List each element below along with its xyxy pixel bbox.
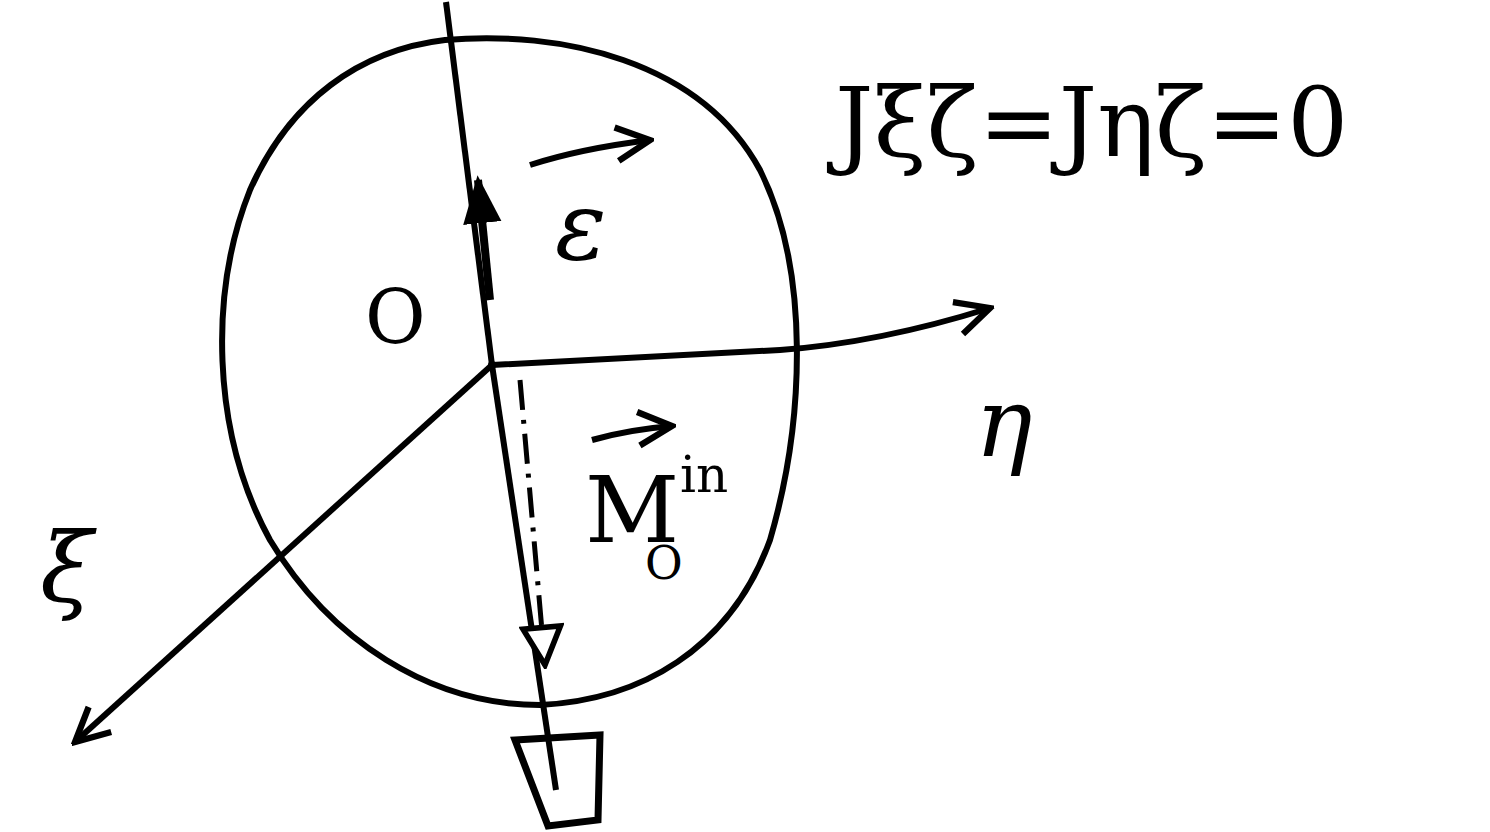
vector-symbol: ε xyxy=(555,178,607,274)
subscript-label: O xyxy=(645,540,683,586)
equation-note: Jξζ=Jηζ=0 xyxy=(835,75,1348,171)
zeta-axis xyxy=(446,2,492,365)
superscript-label: in xyxy=(680,450,728,500)
inertia-moment-vector xyxy=(520,380,545,665)
epsilon-vector xyxy=(478,180,490,300)
zeta-axis-lower xyxy=(492,365,556,790)
body-outline xyxy=(222,38,797,705)
point-label: O xyxy=(365,280,426,354)
axis-label: ξ xyxy=(40,520,93,616)
handle xyxy=(515,735,600,826)
vector-bar xyxy=(530,140,650,165)
xi-axis xyxy=(75,365,492,742)
vector-bar xyxy=(592,426,672,440)
centre-point xyxy=(488,361,496,369)
axis-label: η xyxy=(975,375,1033,471)
eta-axis xyxy=(492,308,990,365)
